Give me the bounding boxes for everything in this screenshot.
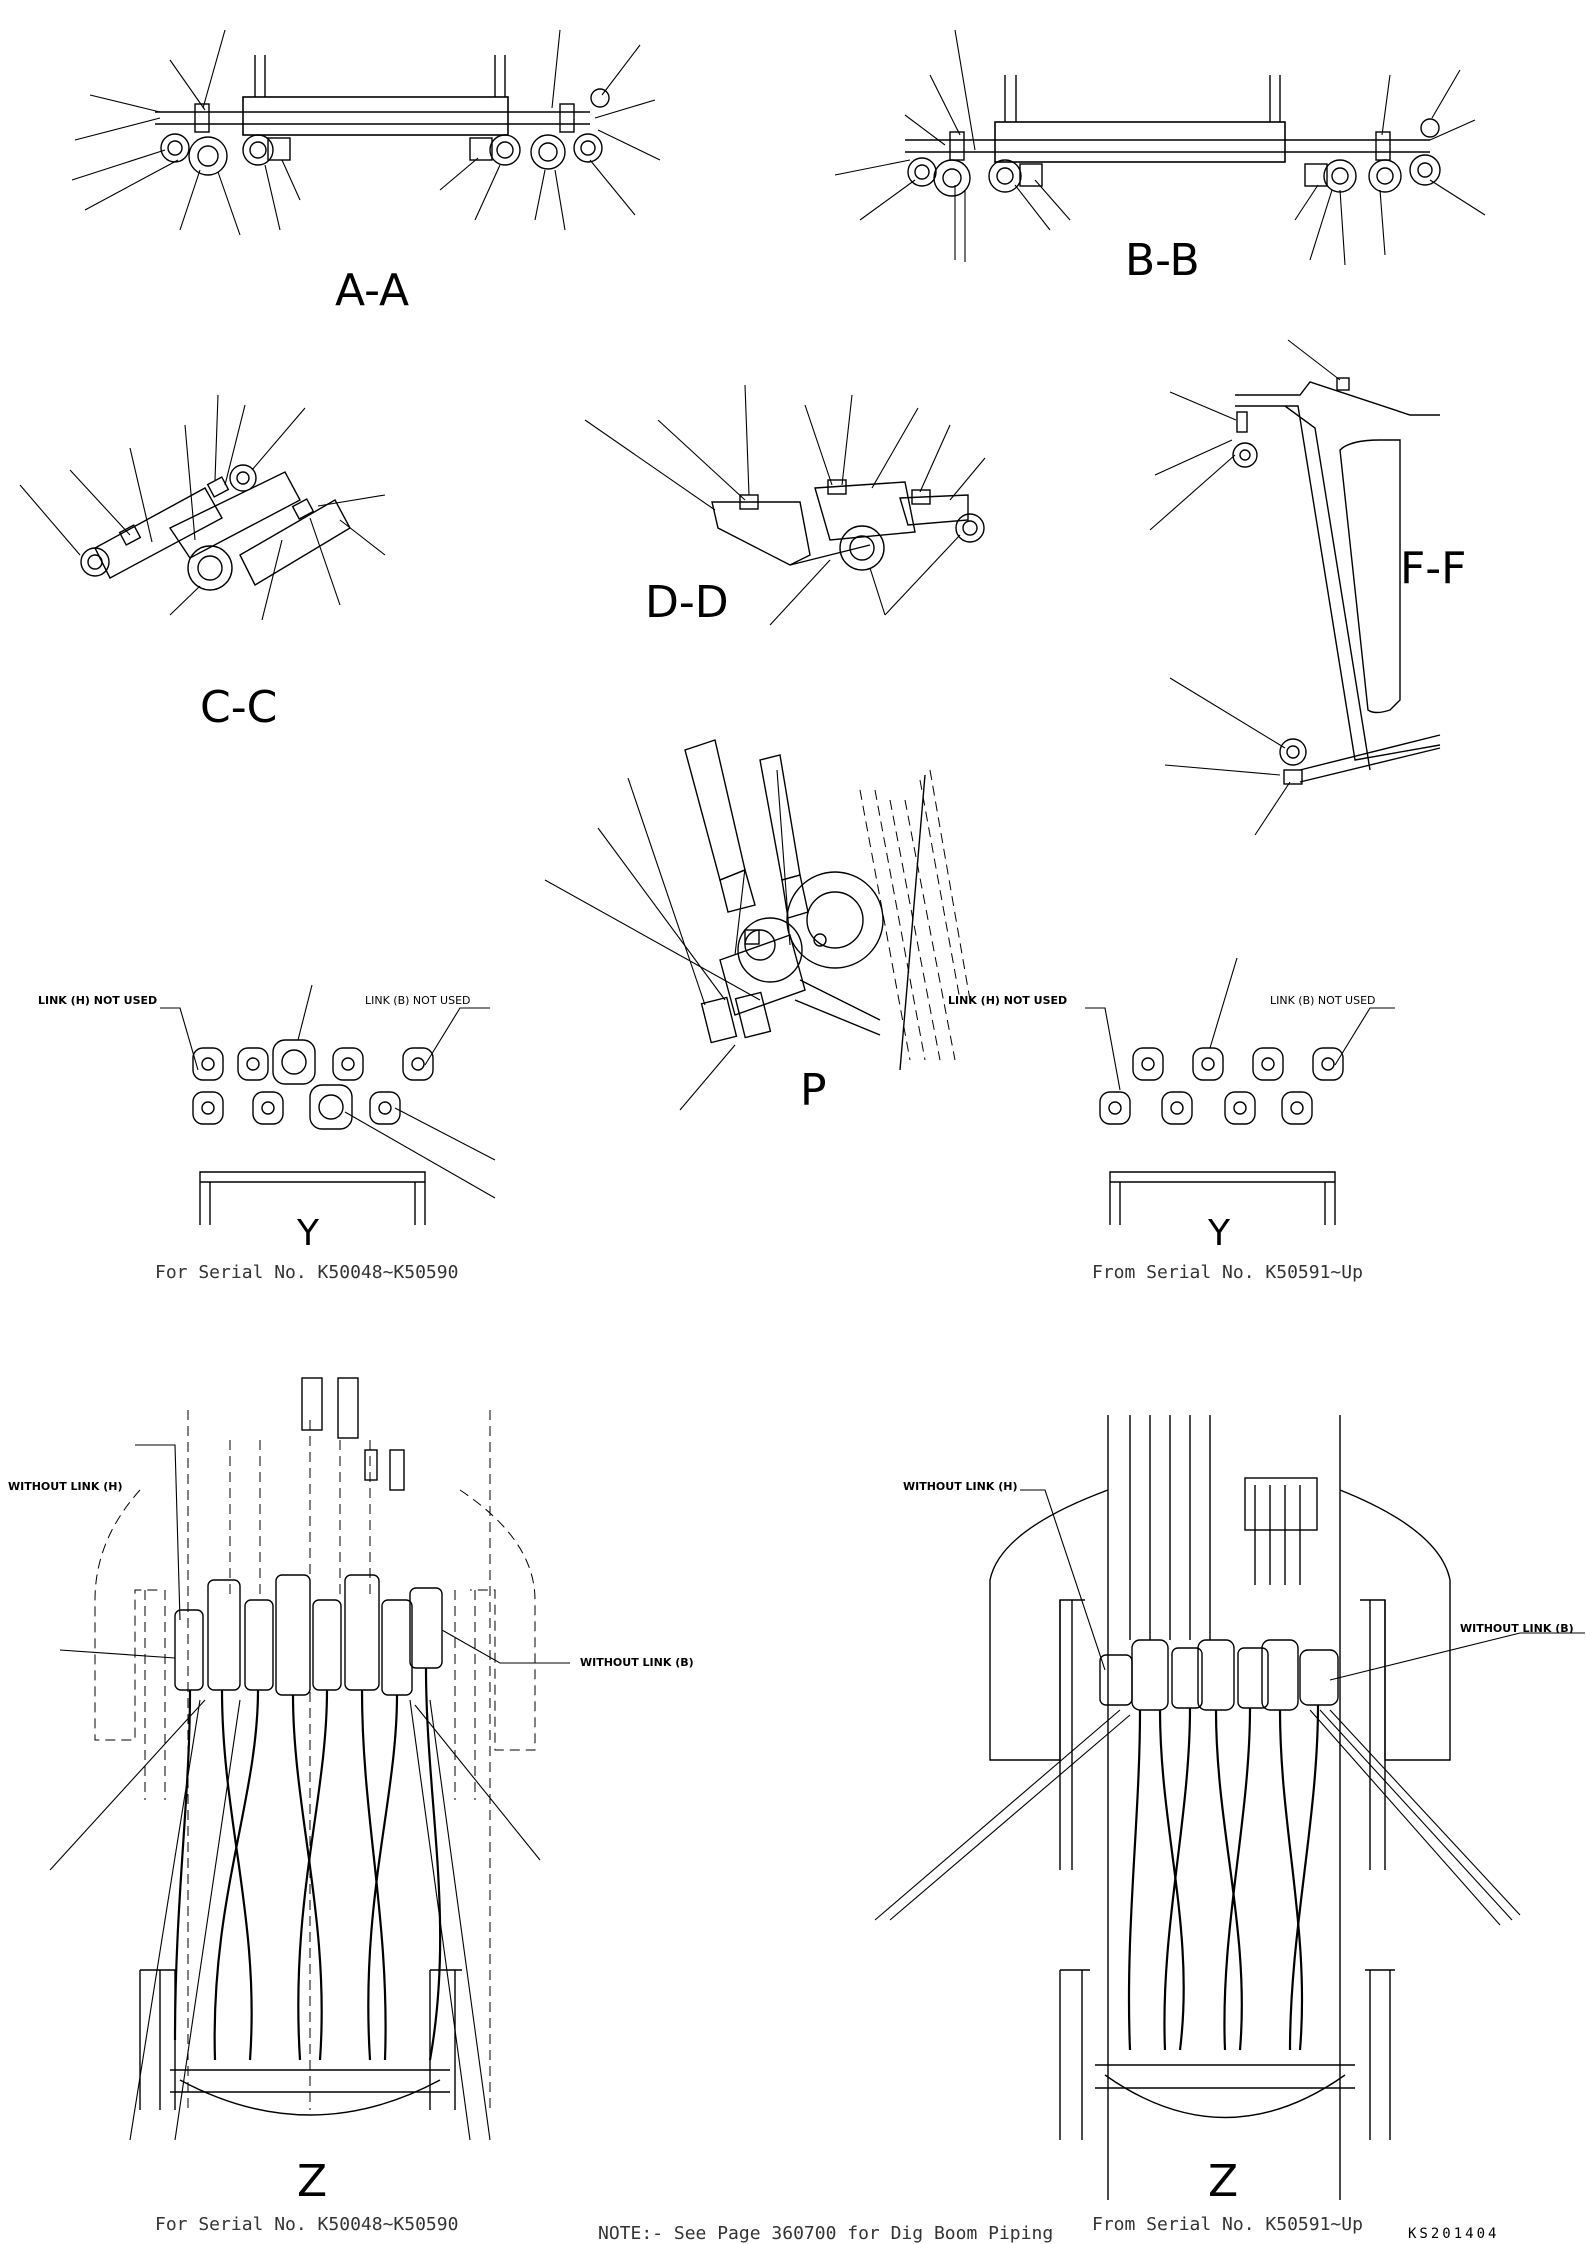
y-left-link-h-note: LINK (H) NOT USED — [38, 994, 157, 1007]
y-right-link-b-note: LINK (B) NOT USED — [1270, 994, 1376, 1007]
y-left-serial-caption: For Serial No. K50048~K50590 — [155, 1262, 458, 1283]
footnote: NOTE:- See Page 360700 for Dig Boom Pipi… — [598, 2223, 1053, 2244]
z-left-serial-caption: For Serial No. K50048~K50590 — [155, 2214, 458, 2235]
z-right-without-link-h: WITHOUT LINK (H) — [903, 1480, 1017, 1493]
y-right-serial-caption: From Serial No. K50591~Up — [1092, 1262, 1363, 1283]
view-p-label: P — [800, 1065, 827, 1116]
y-left-link-b-note: LINK (B) NOT USED — [365, 994, 471, 1007]
view-z-left-drawing — [49, 1377, 570, 2141]
z-right-serial-caption: From Serial No. K50591~Up — [1092, 2214, 1363, 2235]
section-dd-label: D-D — [645, 577, 729, 628]
section-bb-label: B-B — [1125, 235, 1200, 286]
section-aa-drawing — [71, 29, 661, 236]
z-left-without-link-h: WITHOUT LINK (H) — [8, 1480, 122, 1493]
view-z-left-label: Z — [297, 2156, 327, 2207]
section-aa-label: A-A — [335, 265, 409, 316]
section-ff-label: F-F — [1400, 543, 1467, 594]
drawing-code: KS201404 — [1408, 2226, 1499, 2242]
z-left-without-link-b: WITHOUT LINK (B) — [580, 1656, 694, 1669]
view-p-drawing — [544, 739, 971, 1111]
view-y-left-label: Y — [296, 1213, 320, 1254]
z-right-without-link-b: WITHOUT LINK (B) — [1460, 1622, 1574, 1635]
y-right-link-h-note: LINK (H) NOT USED — [948, 994, 1067, 1007]
section-cc-label: C-C — [200, 682, 277, 733]
section-dd-drawing — [584, 384, 986, 626]
view-y-right-drawing — [1085, 957, 1395, 1225]
section-bb-drawing — [834, 29, 1486, 266]
section-cc-drawing — [19, 394, 386, 621]
view-z-right-drawing — [874, 1415, 1585, 2200]
view-z-right-label: Z — [1208, 2156, 1238, 2207]
section-ff-drawing — [1149, 339, 1441, 836]
view-y-right-label: Y — [1207, 1213, 1231, 1254]
view-y-left-drawing — [160, 984, 496, 1225]
